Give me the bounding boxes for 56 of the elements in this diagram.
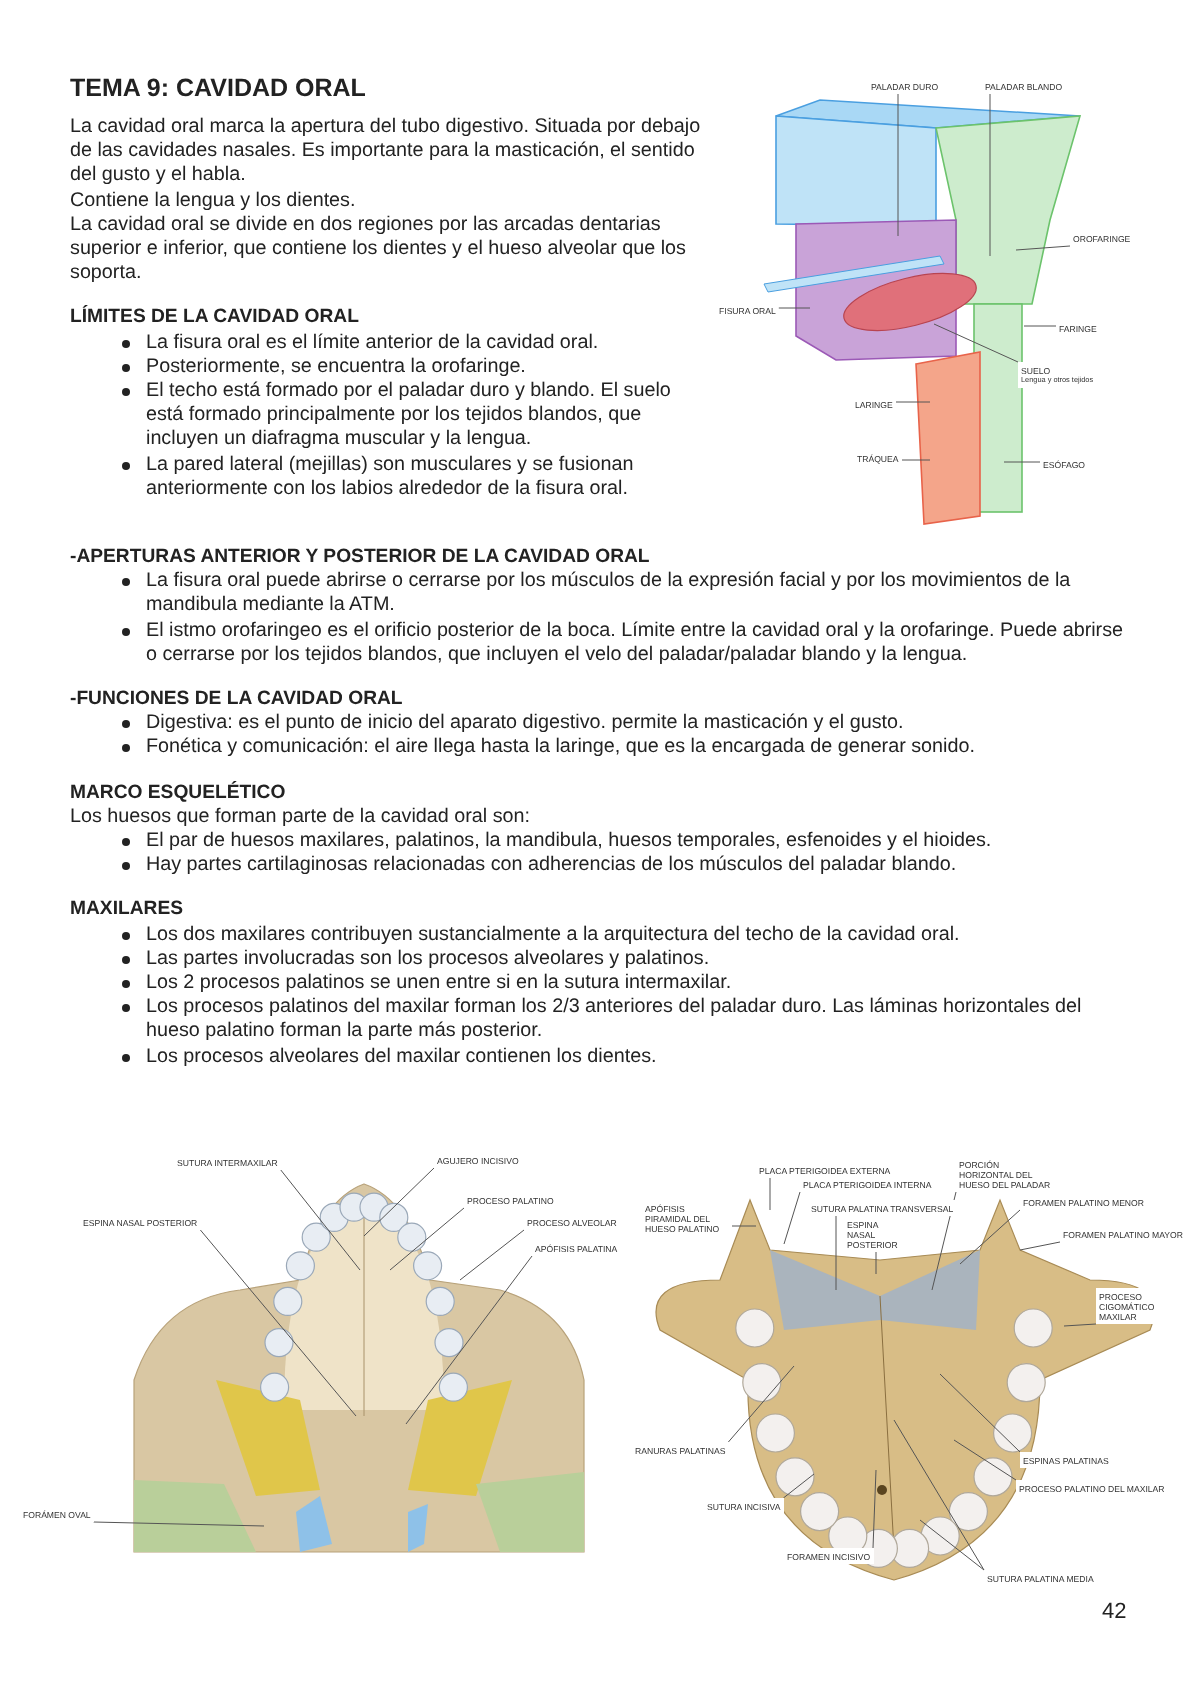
list-item: Hay partes cartilaginosas relacionadas con adherencias de los músculos del paladar blando.: [70, 854, 1130, 879]
paragraph: La cavidad oral se divide en dos regiones por las arcadas dentarias superior e inferior, que contiene los dientes y el hueso alveolar que los soporta.: [70, 213, 688, 287]
list-item: El istmo orofaringeo es el orificio posterior de la boca. Límite entre la cavidad oral y la orofaringe. Puede abrirse o cerrarse por los tejidos blandos, que incluyen el velo del paladar/paladar blando y la lengua.: [70, 619, 1130, 669]
leader-line: [901, 459, 931, 461]
leader-line: [919, 1519, 985, 1571]
list-item: La fisura oral puede abrirse o cerrarse por los músculos de la expresión facial y por los movimientos de la mandibula mediante la ATM.: [70, 570, 1130, 620]
list-item: Fonética y comunicación: el aire llega hasta la laringe, que es la encargada de generar sonido.: [70, 736, 1130, 762]
leader-line: [389, 1207, 465, 1271]
leader-line: [1023, 325, 1057, 327]
leader-line: [459, 1229, 525, 1281]
leader-line: [931, 1191, 957, 1291]
page-title: TEMA 9: CAVIDAD ORAL: [70, 74, 366, 102]
leader-line: [875, 1251, 877, 1275]
leader-line: [872, 1469, 877, 1549]
leader-line: [939, 1373, 1021, 1453]
paragraph: Los huesos que forman parte de la cavidad oral son:: [70, 805, 533, 831]
section-heading: -FUNCIONES DE LA CAVIDAD ORAL: [70, 688, 405, 713]
paragraph: Contiene la lengua y los dientes.: [70, 189, 358, 214]
leader-line: [93, 1521, 265, 1527]
leader-line: [893, 1419, 985, 1571]
section-heading: MARCO ESQUELÉTICO: [70, 781, 288, 806]
page-number: 42: [1102, 1600, 1127, 1624]
list-item: La pared lateral (mejillas) son musculares y se fusionan anteriormente con los labios alrededor de la fisura oral.: [70, 453, 702, 503]
list-item: Los procesos palatinos del maxilar forman los 2/3 anteriores del paladar duro. Las láminas horizontales del hueso palatino forman la parte más posterior.: [70, 996, 1130, 1046]
list-item: Los dos maxilares contribuyen sustancialmente a la arquitectura del techo de la cavidad oral.: [70, 923, 1130, 948]
leader-line: [989, 93, 991, 257]
list-item: Los procesos alveolares del maxilar contienen los dientes.: [70, 1045, 1130, 1070]
section-heading: MAXILARES: [70, 898, 185, 924]
leader-line: [953, 1439, 1017, 1481]
list-item: La fisura oral es el límite anterior de la cavidad oral.: [70, 331, 702, 356]
leader-line: [895, 401, 931, 403]
leader-line: [405, 1255, 533, 1425]
leader-line: [783, 1191, 801, 1245]
leader-line: [1019, 1241, 1061, 1251]
leader-line: [959, 1209, 1021, 1265]
leader-line: [782, 1473, 815, 1499]
list-item: El techo está formado por el paladar duro y blando. El suelo está formado principalmente por los tejidos blandos, que incluyen un diafragma muscular y la lengua.: [70, 380, 702, 454]
leader-line: [835, 1215, 837, 1291]
list-item: Las partes involucradas son los procesos alveolares y palatinos.: [70, 947, 1130, 973]
leader-line: [933, 323, 1019, 363]
section-heading: LÍMITES DE LA CAVIDAD ORAL: [70, 306, 361, 332]
leader-line: [778, 307, 811, 309]
list-item: Los 2 procesos palatinos se unen entre si en la sutura intermaxilar.: [70, 972, 1130, 997]
leader-line: [363, 1167, 435, 1237]
leader-line: [280, 1169, 361, 1271]
leader-line: [727, 1365, 795, 1443]
list-item: Digestiva: es el punto de inicio del aparato digestivo. permite la masticación y el gusto.: [70, 712, 1130, 737]
leader-line: [199, 1229, 357, 1417]
list-item: El par de huesos maxilares, palatinos, la mandibula, huesos temporales, esfenoides y el hioides.: [70, 830, 1130, 855]
section-heading: -APERTURAS ANTERIOR Y POSTERIOR DE LA CAVIDAD ORAL: [70, 546, 652, 571]
leader-line: [1063, 1323, 1097, 1327]
leader-line: [1003, 461, 1041, 463]
list-item: Posteriormente, se encuentra la orofaringe.: [70, 355, 702, 381]
leader-line: [731, 1225, 757, 1227]
paragraph: La cavidad oral marca la apertura del tubo digestivo. Situada por debajo de las cavidades nasales. Es importante para la masticación, el sentido del gusto y el habla.: [70, 116, 702, 190]
leader-line: [769, 1177, 771, 1211]
